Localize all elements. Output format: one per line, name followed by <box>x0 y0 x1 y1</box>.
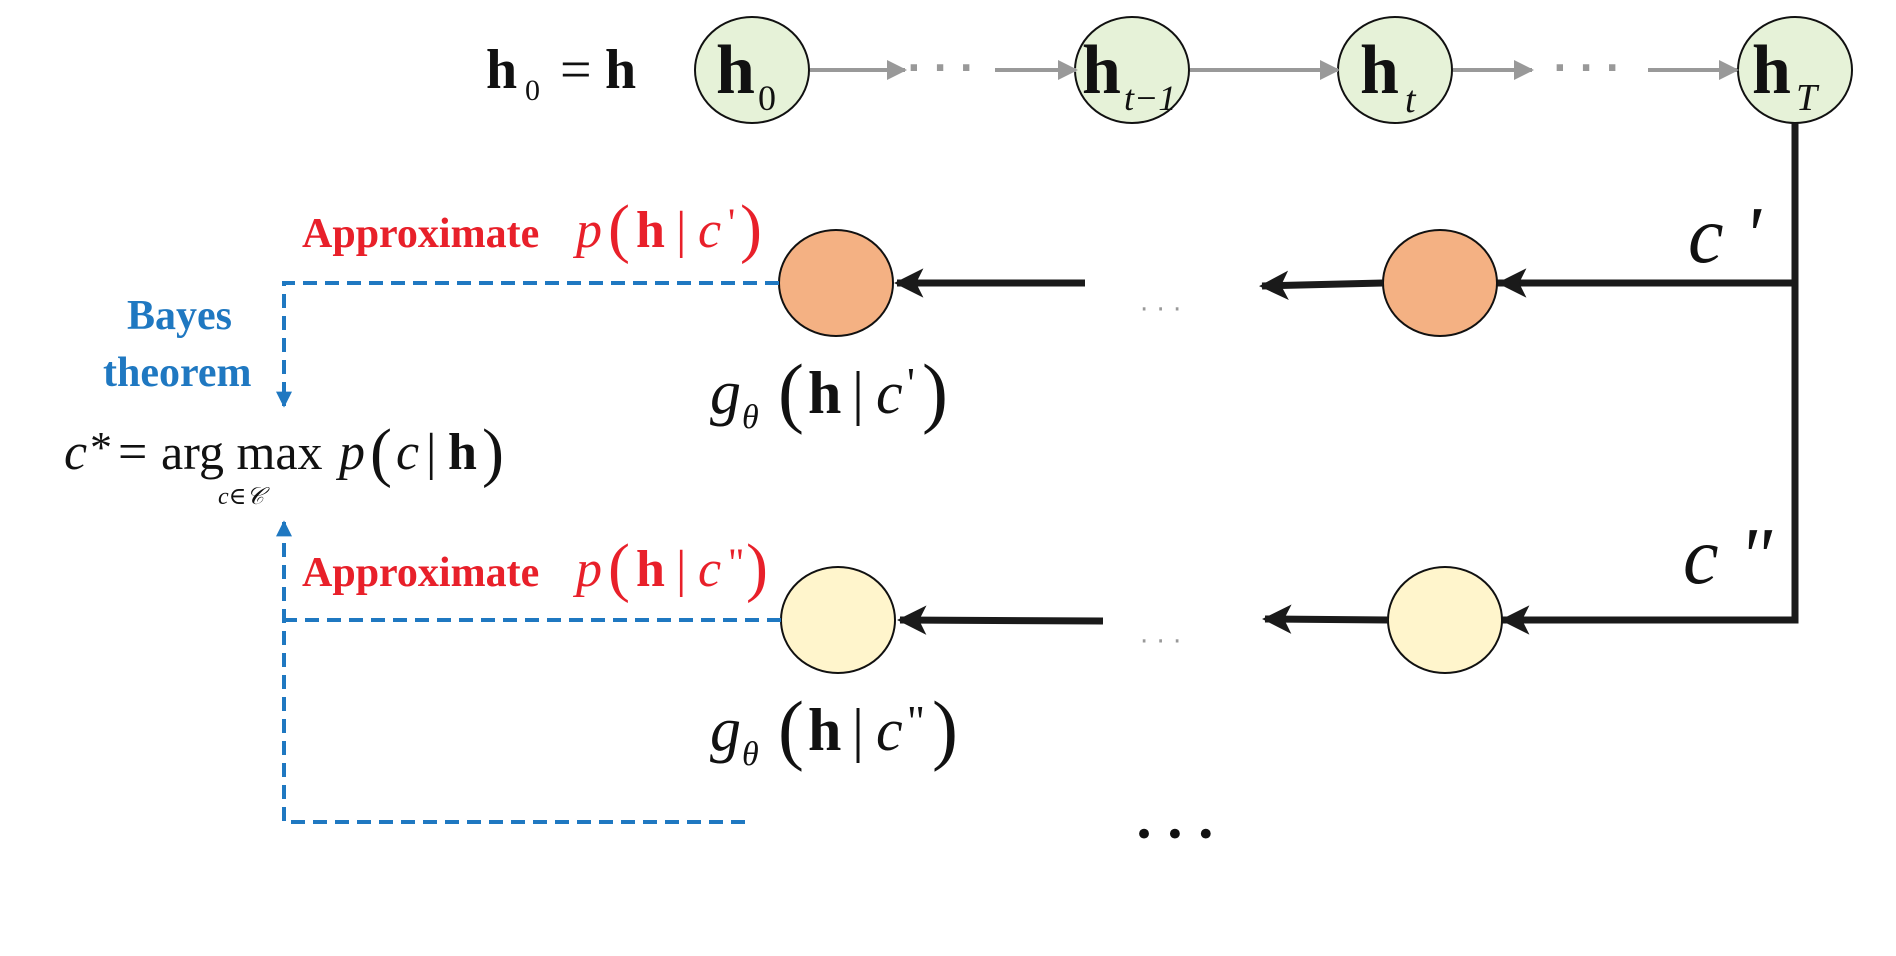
argmax-c: c <box>64 424 87 481</box>
approx-upper-mark: ' <box>728 200 735 245</box>
chain-node-ht-main: h <box>1360 32 1399 109</box>
g-upper-lp: ( <box>778 348 804 435</box>
g-upper-h: h <box>808 360 841 426</box>
argmax-under: c∈𝒞 <box>218 484 270 510</box>
argmax-lp: ( <box>370 416 392 489</box>
chain-node-hT-main: h <box>1752 32 1791 109</box>
approx-upper-prefix: Approximate <box>302 211 539 257</box>
chain-node-ht-1-sub: t−1 <box>1124 78 1176 118</box>
argmax-p: p <box>335 424 365 481</box>
chain-node-h0-main: h <box>716 32 755 109</box>
g-upper-mark: ' <box>907 359 915 408</box>
approx-lower-prefix: Approximate <box>302 550 539 596</box>
chain-node-hT: h T <box>1737 16 1853 124</box>
g-lower-g: g <box>710 696 741 764</box>
chain-ellipsis-2: · · · <box>1553 48 1619 89</box>
init-lhs: h <box>486 39 517 101</box>
chain-node-ht-1-main: h <box>1082 32 1121 109</box>
bottom-ellipsis: • • • <box>1134 815 1216 855</box>
g-theta-upper: g θ ( h | c ' ) <box>710 348 948 436</box>
g-lower-mark: " <box>907 697 925 746</box>
approx-upper-bar: | <box>676 202 686 259</box>
approx-lower-rp: ) <box>746 531 768 604</box>
chain-node-h0-circle <box>694 16 810 124</box>
g-lower-theta: θ <box>742 736 759 773</box>
argmax-op: arg max <box>161 424 323 480</box>
g-lower-bar: | <box>852 697 864 763</box>
lower-arrow-right <box>1262 604 1389 634</box>
branch-lines <box>1496 123 1799 635</box>
argmax-rp: ) <box>482 416 504 489</box>
dashed-connectors <box>276 281 781 824</box>
dashed-upper-path <box>282 281 779 404</box>
init-rhs: h <box>605 39 636 101</box>
approx-lower-c: c <box>698 541 721 598</box>
chain-node-h0-sub: 0 <box>758 78 776 118</box>
init-lhs-sub: 0 <box>525 74 540 107</box>
approx-upper-h: h <box>636 202 665 259</box>
init-equation: h 0 = h <box>486 39 636 107</box>
chain-node-h0: h 0 <box>694 16 810 124</box>
branch-label-c-prime: c ' <box>1688 192 1763 280</box>
bayes-label-line2: theorem <box>103 350 252 396</box>
argmax-h: h <box>448 424 477 481</box>
yellow-node-left <box>780 566 896 674</box>
approx-lower-mark: " <box>728 540 744 585</box>
orange-node-left <box>778 229 894 337</box>
approx-lower: Approximate p ( h | c " ) <box>302 531 768 604</box>
chain-node-ht-sub: t <box>1405 79 1417 121</box>
chain-ellipsis-1: · · · <box>907 48 973 89</box>
approx-lower-bar: | <box>676 541 686 598</box>
orange-node-right <box>1382 229 1498 337</box>
chain-node-ht-1: h t−1 <box>1074 16 1190 124</box>
g-upper-c: c <box>876 360 903 426</box>
argmax-eq: = <box>118 424 147 481</box>
init-eq: = <box>560 39 592 101</box>
g-upper-g: g <box>710 359 741 427</box>
g-lower-c: c <box>876 697 903 763</box>
yellow-node-right <box>1387 566 1503 674</box>
approx-lower-p: p <box>572 541 602 598</box>
branch-label-c-double: c " <box>1683 513 1773 601</box>
argmax-star: * <box>90 423 112 472</box>
bayes-label-line1: Bayes <box>127 293 232 339</box>
argmax-c2: c <box>396 424 419 481</box>
approx-lower-h: h <box>636 541 665 598</box>
lower-arrow-left <box>897 605 1104 635</box>
g-lower-rp: ) <box>932 685 958 772</box>
g-upper-bar: | <box>852 360 864 426</box>
lower-row-ellipsis: · · · <box>1140 627 1181 657</box>
chain-node-ht: h t <box>1337 16 1453 124</box>
approx-upper: Approximate p ( h | c ' ) <box>302 192 762 265</box>
approx-lower-lp: ( <box>608 531 630 604</box>
argmax-equation: c * = arg max p ( c | h ) c∈𝒞 <box>64 416 504 510</box>
g-theta-lower: g θ ( h | c " ) <box>710 685 958 773</box>
approx-upper-c: c <box>698 202 721 259</box>
g-upper-rp: ) <box>922 348 948 435</box>
upper-arrow-right <box>1259 270 1384 301</box>
chain-node-hT-sub: T <box>1796 77 1820 119</box>
approx-upper-p: p <box>572 202 602 259</box>
g-upper-theta: θ <box>742 399 759 436</box>
argmax-bar: | <box>426 424 436 481</box>
g-lower-lp: ( <box>778 685 804 772</box>
upper-row-ellipsis: · · · <box>1140 295 1181 325</box>
approx-upper-lp: ( <box>608 192 630 265</box>
g-lower-h: h <box>808 697 841 763</box>
approx-upper-rp: ) <box>740 192 762 265</box>
